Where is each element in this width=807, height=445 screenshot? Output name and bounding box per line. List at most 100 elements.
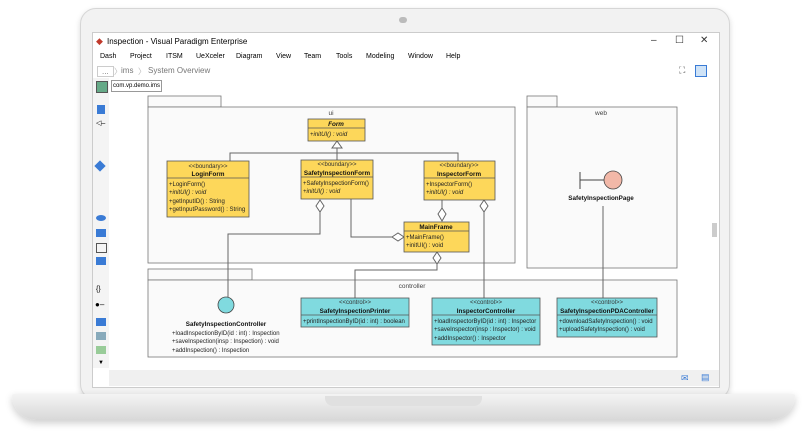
title-bar: ◆ Inspection - Visual Paradigm Enterpris… [93, 33, 719, 49]
svg-text:Form: Form [328, 121, 344, 128]
class-form[interactable]: Form +initUI() : void [307, 118, 366, 142]
package-controller[interactable]: controller [147, 268, 678, 358]
generalization-tool-icon[interactable]: ◁– [96, 120, 106, 127]
svg-text:+initUI() : void: +initUI() : void [310, 132, 348, 138]
interface-tool-icon[interactable]: ●– [95, 300, 105, 309]
menu-itsm[interactable]: ITSM [166, 53, 183, 60]
template-tool-icon[interactable]: {} [96, 286, 101, 293]
minimize-button[interactable]: – [651, 35, 657, 46]
scroll-down-icon[interactable]: ▼ [98, 360, 104, 366]
table-tool-icon[interactable] [96, 332, 106, 340]
laptop-notch [325, 396, 482, 406]
svg-text:<<control>>: <<control>> [470, 300, 503, 306]
vertical-scrollbar[interactable] [712, 223, 717, 237]
diagram-toolbar: ◁– {} ●– ▼ [93, 78, 109, 368]
menu-project[interactable]: Project [130, 53, 152, 60]
svg-text:<<boundary>>: <<boundary>> [439, 163, 479, 169]
fit-diagram-icon[interactable]: ⛶ [679, 65, 686, 75]
window-title: Inspection - Visual Paradigm Enterprise [107, 37, 248, 46]
svg-text:+loadInspectionByID(id : int): +loadInspectionByID(id : int) : Inspecti… [172, 331, 280, 337]
menu-uexceler[interactable]: UeXceler [196, 53, 225, 60]
class-inspector-form[interactable]: <<boundary>> InspectorForm +InspectorFor… [423, 160, 496, 201]
svg-text:+LoginForm(): +LoginForm() [169, 182, 205, 188]
class-pda-controller[interactable]: <<control>> SafetyInspectionPDAControlle… [556, 297, 658, 338]
class-safety-inspection-controller[interactable]: SafetyInspectionController +loadInspecti… [172, 296, 280, 354]
svg-text:+initUI() : void: +initUI() : void [303, 189, 341, 195]
class-inspector-controller[interactable]: <<control>> InspectorController +loadIns… [431, 297, 541, 346]
class-main-frame[interactable]: MainFrame +MainFrame() +initUI() : void [403, 221, 470, 253]
svg-text:+saveInspector(insp : Inspecto: +saveInspector(insp : Inspector) : void [434, 327, 536, 333]
svg-text:LoginForm: LoginForm [192, 171, 225, 178]
frame-tool-icon[interactable] [96, 243, 107, 253]
class-safety-inspection-printer[interactable]: <<control>> SafetyInspectionPrinter +pri… [300, 297, 410, 328]
svg-text:MainFrame: MainFrame [419, 224, 453, 231]
control-icon [217, 296, 235, 314]
package-web-label: web [594, 110, 607, 117]
svg-text:InspectorController: InspectorController [457, 308, 516, 315]
svg-text:+initUI() : void: +initUI() : void [169, 190, 207, 196]
svg-text:InspectorForm: InspectorForm [437, 171, 481, 178]
package-tool-icon[interactable] [96, 229, 106, 237]
grid-tool-icon[interactable] [96, 346, 106, 354]
svg-text:<<boundary>>: <<boundary>> [317, 162, 357, 168]
boundary-icon [579, 172, 604, 189]
usecase-tool-icon[interactable] [96, 215, 106, 221]
package-ui-label: ui [328, 110, 333, 117]
menu-modeling[interactable]: Modeling [366, 53, 395, 60]
breadcrumb-more[interactable]: ... [97, 66, 114, 77]
menu-help[interactable]: Help [446, 53, 461, 60]
menu-team[interactable]: Team [304, 53, 322, 60]
close-button[interactable]: ✕ [700, 35, 709, 46]
aggregation-form-controller [227, 212, 321, 297]
aggregation-form-mainframe [350, 199, 392, 238]
selector-tool-icon[interactable] [96, 81, 108, 93]
svg-text:+uploadSafetyInspection() : vo: +uploadSafetyInspection() : void [559, 327, 645, 333]
subsystem-tool-icon[interactable] [96, 318, 106, 326]
package-name-field[interactable]: com.vp.demo.ims [111, 80, 162, 92]
breadcrumb-ims[interactable]: ims [121, 66, 134, 75]
svg-text:+initUI() : void: +initUI() : void [406, 243, 443, 249]
svg-text:SafetyInspectionForm: SafetyInspectionForm [304, 170, 371, 177]
svg-text:+addInspector() : Inspector: +addInspector() : Inspector [434, 336, 506, 342]
class-safety-inspection-form[interactable]: <<boundary>> SafetyInspectionForm +Safet… [300, 159, 374, 200]
breadcrumb-system-overview[interactable]: System Overview [148, 66, 211, 75]
menu-dash[interactable]: Dash [100, 53, 117, 60]
class-login-form[interactable]: <<boundary>> LoginForm +LoginForm() +ini… [166, 160, 250, 218]
svg-text:+downloadSafetyInspection() :: +downloadSafetyInspection() : void [559, 319, 653, 325]
camera [399, 17, 407, 23]
app-logo-icon: ◆ [96, 36, 103, 46]
package-web[interactable]: web [526, 95, 678, 269]
svg-text:+loadInspectorByID(id : int) :: +loadInspectorByID(id : int) : Inspector [434, 319, 536, 325]
panel-toggle-icon[interactable] [695, 65, 707, 77]
mail-icon[interactable]: ✉ [681, 373, 689, 383]
svg-text:+saveInspection(insp : Inspect: +saveInspection(insp : Inspection) : voi… [172, 339, 279, 345]
maximize-button[interactable]: ☐ [675, 35, 684, 46]
class-tool-icon[interactable] [97, 105, 105, 114]
menu-bar: Dash Project ITSM UeXceler Diagram View … [93, 51, 719, 63]
document-icon[interactable]: ▤ [701, 372, 710, 382]
class-safety-inspection-page[interactable]: SafetyInspectionPage [568, 170, 634, 202]
menu-window[interactable]: Window [408, 53, 433, 60]
menu-view[interactable]: View [276, 53, 292, 60]
svg-text:+addInspection() : Inspection: +addInspection() : Inspection [172, 348, 249, 354]
menu-tools[interactable]: Tools [336, 53, 353, 60]
svg-text:SafetyInspectionPrinter: SafetyInspectionPrinter [320, 308, 391, 315]
menu-diagram[interactable]: Diagram [236, 53, 263, 60]
svg-text:+MainFrame(): +MainFrame() [406, 235, 444, 241]
model-tool-icon[interactable] [96, 257, 106, 265]
svg-text:+InspectorForm(): +InspectorForm() [426, 182, 472, 188]
aggregation-mainframe-printer [354, 264, 438, 298]
svg-text:+printInspectionByID(id : int): +printInspectionByID(id : int) : boolean [303, 319, 405, 325]
svg-text:SafetyInspectionPDAController: SafetyInspectionPDAController [560, 308, 654, 315]
svg-text:<<control>>: <<control>> [591, 300, 624, 306]
svg-text:SafetyInspectionPage: SafetyInspectionPage [568, 195, 634, 202]
svg-text:<<boundary>>: <<boundary>> [188, 164, 228, 170]
svg-text:+initUI() : void: +initUI() : void [426, 190, 464, 196]
svg-text:+SafetyInspectionForm(): +SafetyInspectionForm() [303, 181, 369, 187]
connectors [227, 140, 604, 298]
svg-text:+getInputID() : String: +getInputID() : String [169, 199, 225, 205]
generalization-arrow [331, 140, 343, 149]
aggregation-inspectorform-mainframe [437, 207, 447, 223]
breadcrumb: ... 〉 ims 〉 System Overview ⛶ [93, 64, 719, 78]
svg-text:+getInputPassword() : String: +getInputPassword() : String [169, 207, 245, 213]
